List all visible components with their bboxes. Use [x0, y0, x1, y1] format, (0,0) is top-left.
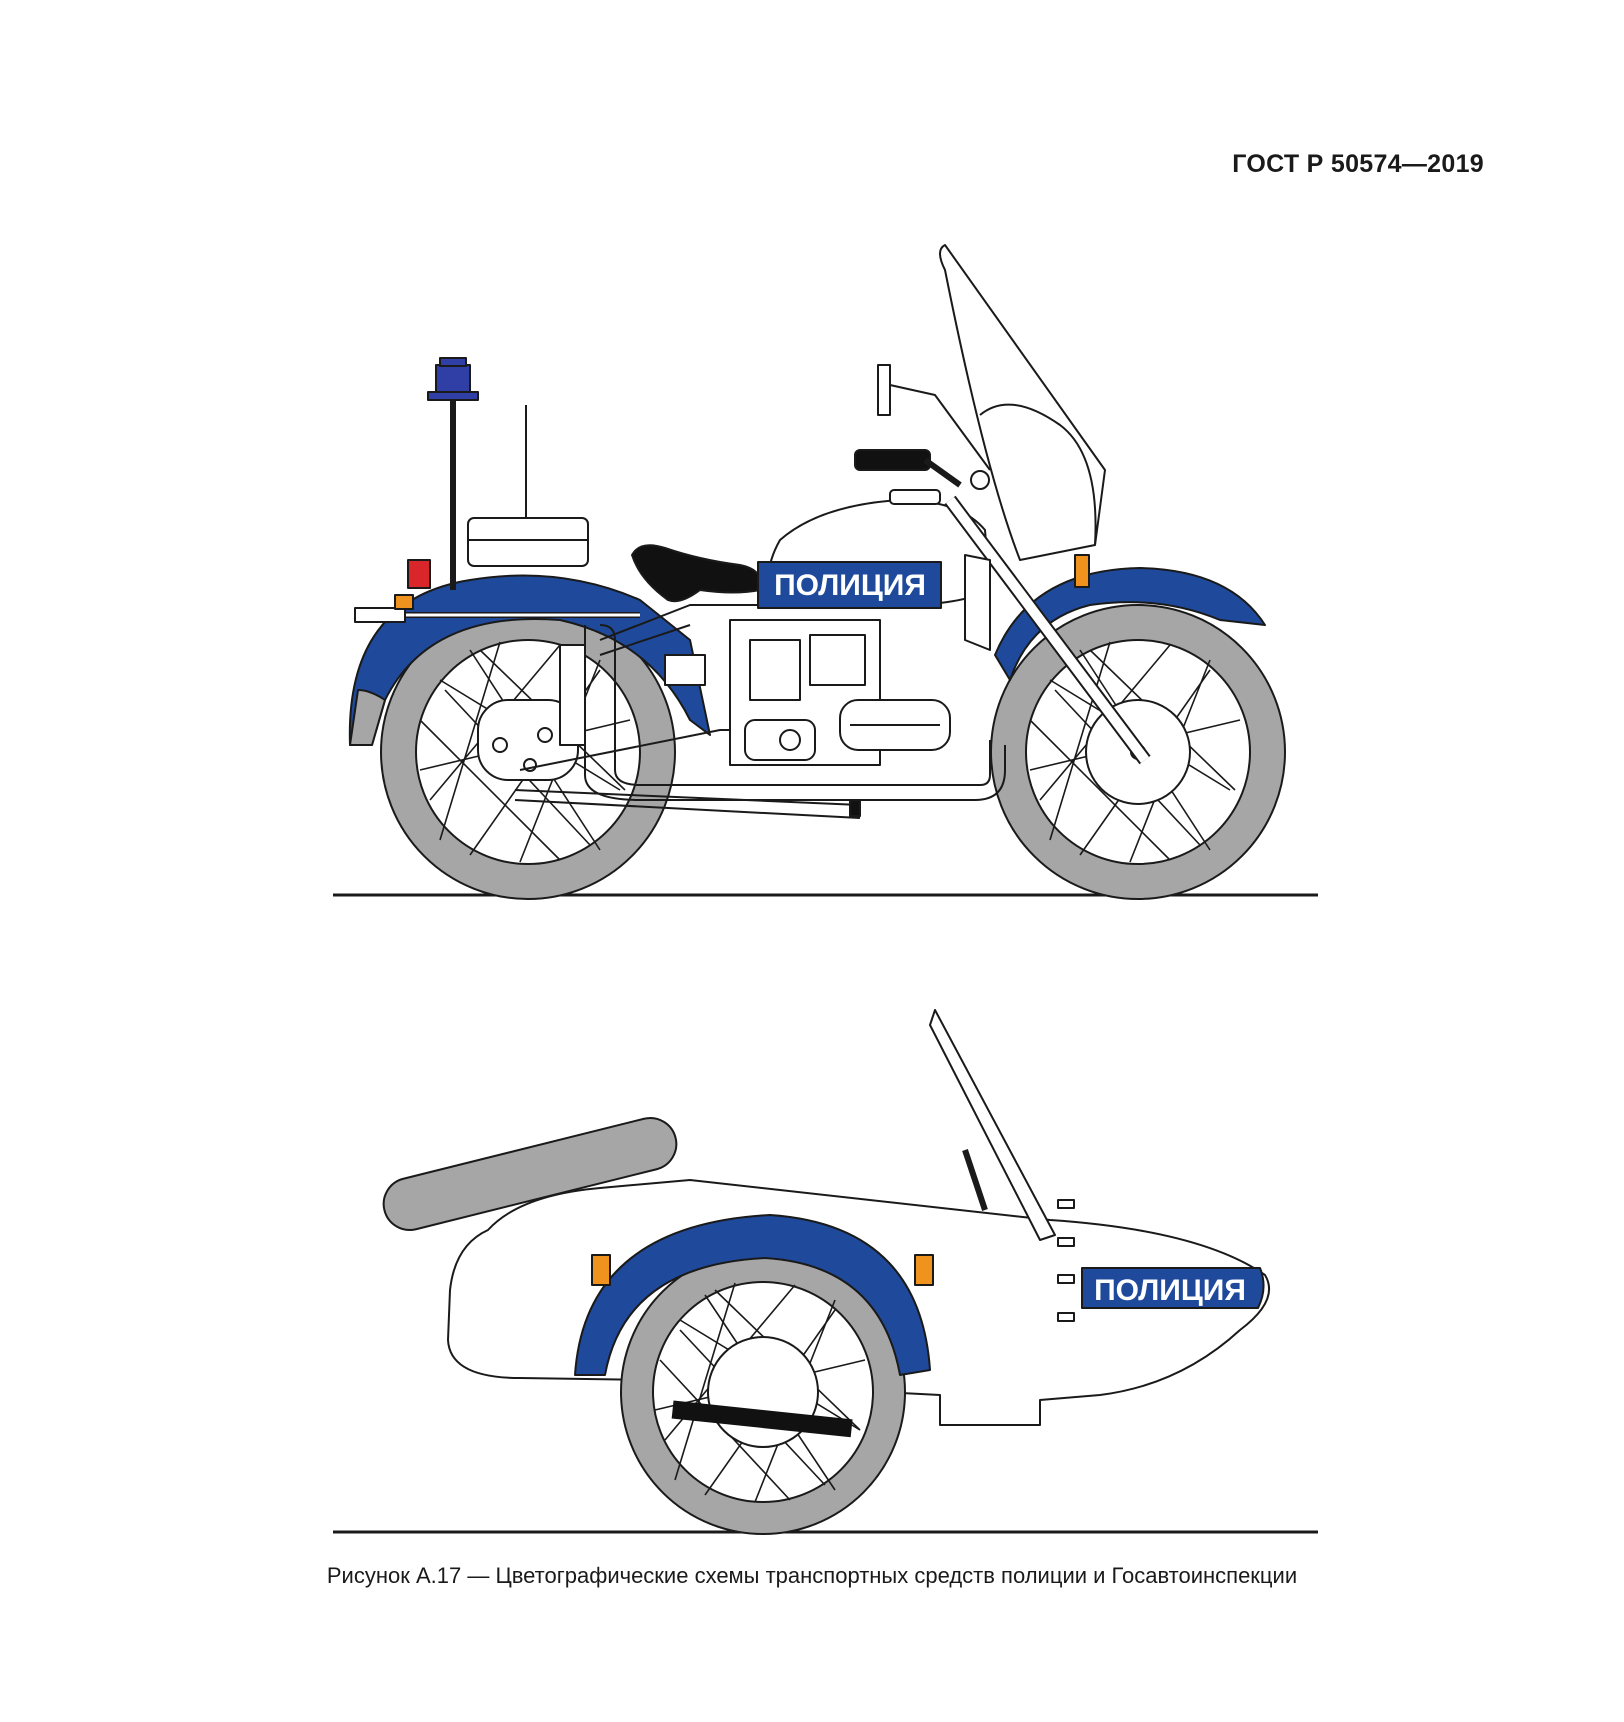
- tail-light-red: [407, 559, 431, 589]
- sidecar-drawing: ПОЛИЦИЯ: [333, 1009, 1318, 1535]
- figure-caption: Рисунок А.17 — Цветографические схемы тр…: [326, 1563, 1298, 1588]
- beacon: [427, 357, 479, 590]
- motorcycle-label: ПОЛИЦИЯ: [774, 569, 926, 602]
- motorcycle-label-band: [757, 561, 942, 609]
- sidecar-wheel: [620, 1249, 906, 1535]
- sidecar-indicator-right: [914, 1254, 934, 1286]
- motorcycle-drawing: ПОЛИЦИЯ: [333, 244, 1318, 900]
- rear-wheel: [380, 604, 676, 900]
- spare-tire: [382, 1117, 678, 1231]
- front-fender: [994, 567, 1266, 681]
- mirror: [877, 364, 891, 416]
- equipment-box: [467, 517, 589, 567]
- sidecar-fender: [574, 1214, 931, 1376]
- front-indicator: [1074, 554, 1090, 588]
- tail-light-amber: [394, 594, 414, 610]
- sidecar-label-band: [1081, 1267, 1265, 1309]
- engine: [664, 619, 951, 766]
- seat: [631, 544, 762, 603]
- document-code: ГОСТ Р 50574—2019: [1232, 150, 1484, 178]
- sidecar-indicator-left: [591, 1254, 611, 1286]
- sidecar-label: ПОЛИЦИЯ: [1094, 1274, 1246, 1307]
- handlebar-grip: [854, 449, 931, 471]
- windshield: [939, 244, 1106, 561]
- sidecar-windshield: [929, 1009, 1056, 1241]
